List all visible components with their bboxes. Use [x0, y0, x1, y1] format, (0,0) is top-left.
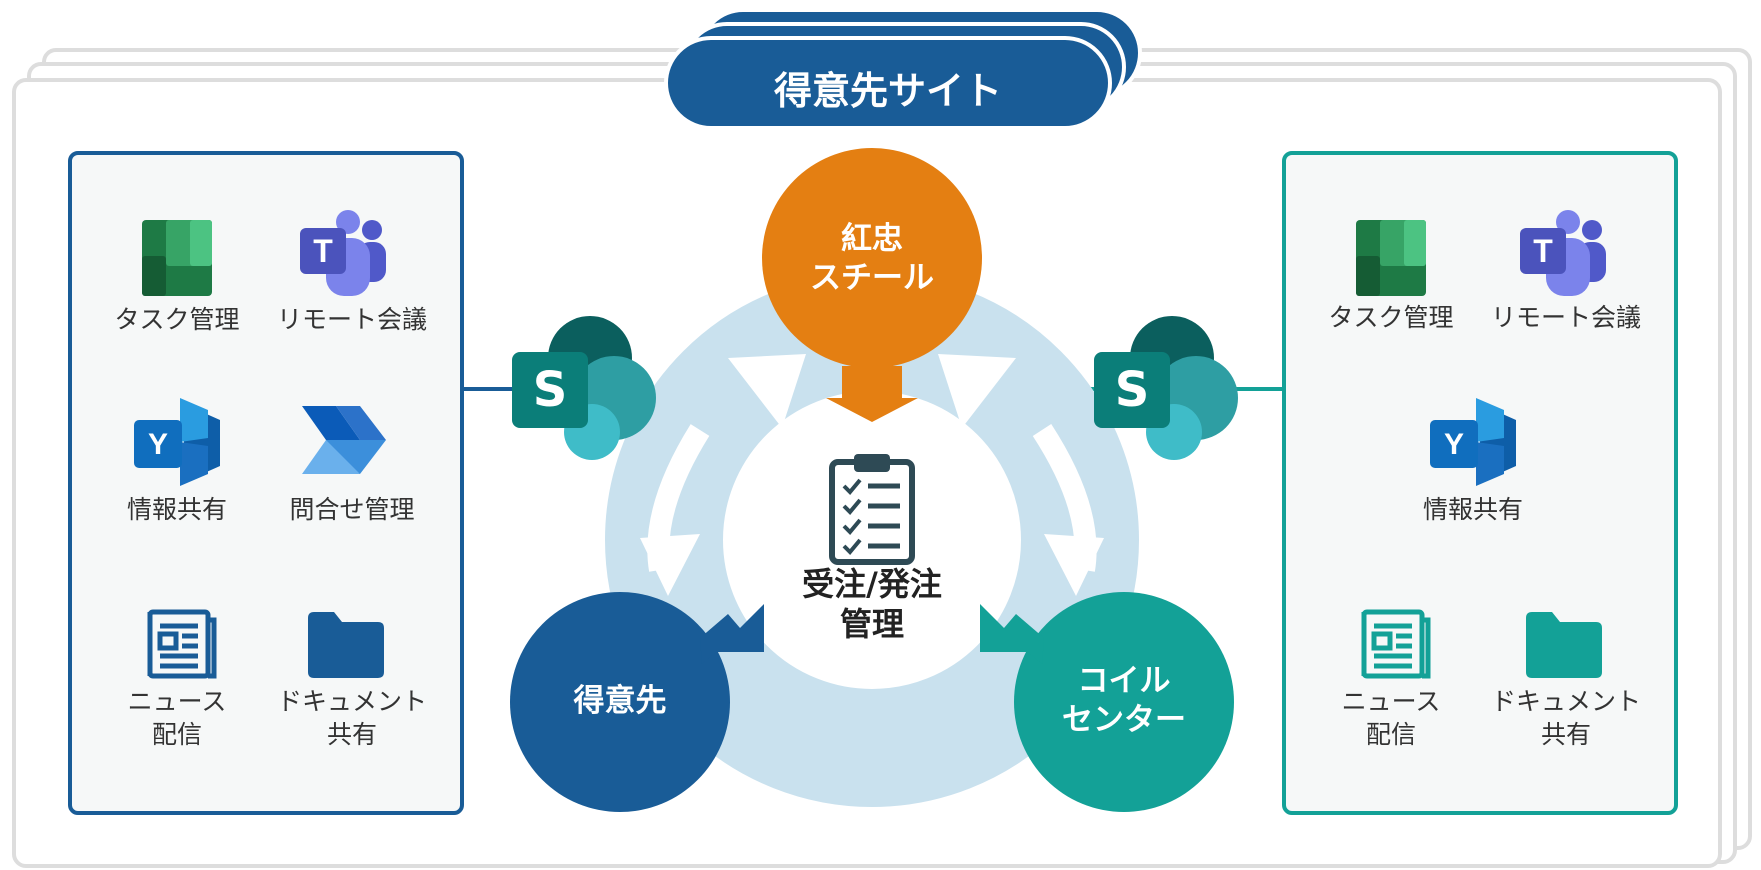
node-top-label: 紅忠 スチール	[810, 221, 934, 296]
left-panel-label-news: ニュース 配信	[127, 687, 227, 749]
banner-title: 得意先サイト	[773, 69, 1002, 113]
banner-tab-stack	[664, 8, 1142, 130]
teams-icon: T	[1520, 210, 1606, 296]
newspaper-icon	[1361, 609, 1431, 679]
left-panel-label-meeting: リモート会議	[276, 305, 427, 334]
node-left-label: 得意先	[573, 683, 667, 719]
node-right-arrow	[980, 604, 1044, 664]
node-top-arrow	[826, 366, 918, 422]
sharepoint-letter-right: S	[1114, 362, 1150, 418]
svg-text:T: T	[313, 233, 333, 269]
planner-icon	[142, 220, 212, 296]
left-panel-label-inquiry: 問合せ管理	[289, 495, 415, 524]
newspaper-icon	[147, 609, 217, 679]
left-panel-label-task: タスク管理	[114, 305, 240, 334]
left-panel-label-info: 情報共有	[126, 495, 227, 524]
svg-text:T: T	[1533, 233, 1553, 269]
ring-arrow-right-down	[1044, 534, 1104, 596]
clipboard-icon	[829, 454, 915, 565]
svg-text:Y: Y	[148, 428, 168, 461]
ring-arrow-top-left-up	[728, 354, 806, 428]
left-panel-label-docs: ドキュメント 共有	[276, 687, 427, 749]
node-right-circle	[1014, 592, 1234, 812]
right-panel-label-meeting: リモート会議	[1490, 303, 1641, 332]
right-panel-label-docs: ドキュメント 共有	[1490, 687, 1641, 749]
node-left-arrow	[700, 604, 764, 664]
node-top-circle	[762, 148, 982, 368]
power-automate-icon	[302, 406, 386, 474]
svg-text:Y: Y	[1444, 428, 1464, 461]
sharepoint-letter-left: S	[532, 362, 568, 418]
ring-arrow-top-right-up	[938, 354, 1016, 428]
node-left-circle	[510, 592, 730, 812]
sharepoint-icon-right	[1094, 316, 1238, 460]
folder-icon	[308, 612, 384, 678]
yammer-icon: Y	[1430, 398, 1516, 486]
hub-label: 受注/発注 管理	[802, 565, 942, 643]
teams-icon: T	[300, 210, 386, 296]
ring-arrows	[640, 354, 1104, 596]
node-right-label: コイル センター	[1062, 663, 1186, 738]
planner-icon	[1356, 220, 1426, 296]
banner-tab-front	[664, 36, 1112, 130]
right-panel-label-info: 情報共有	[1422, 495, 1523, 524]
sharepoint-icon-left	[512, 316, 656, 460]
right-panel-label-news: ニュース 配信	[1341, 687, 1441, 749]
right-panel-label-task: タスク管理	[1328, 303, 1454, 332]
ring-arrow-left-down	[640, 534, 700, 596]
folder-icon	[1526, 612, 1602, 678]
yammer-icon: Y	[134, 398, 220, 486]
